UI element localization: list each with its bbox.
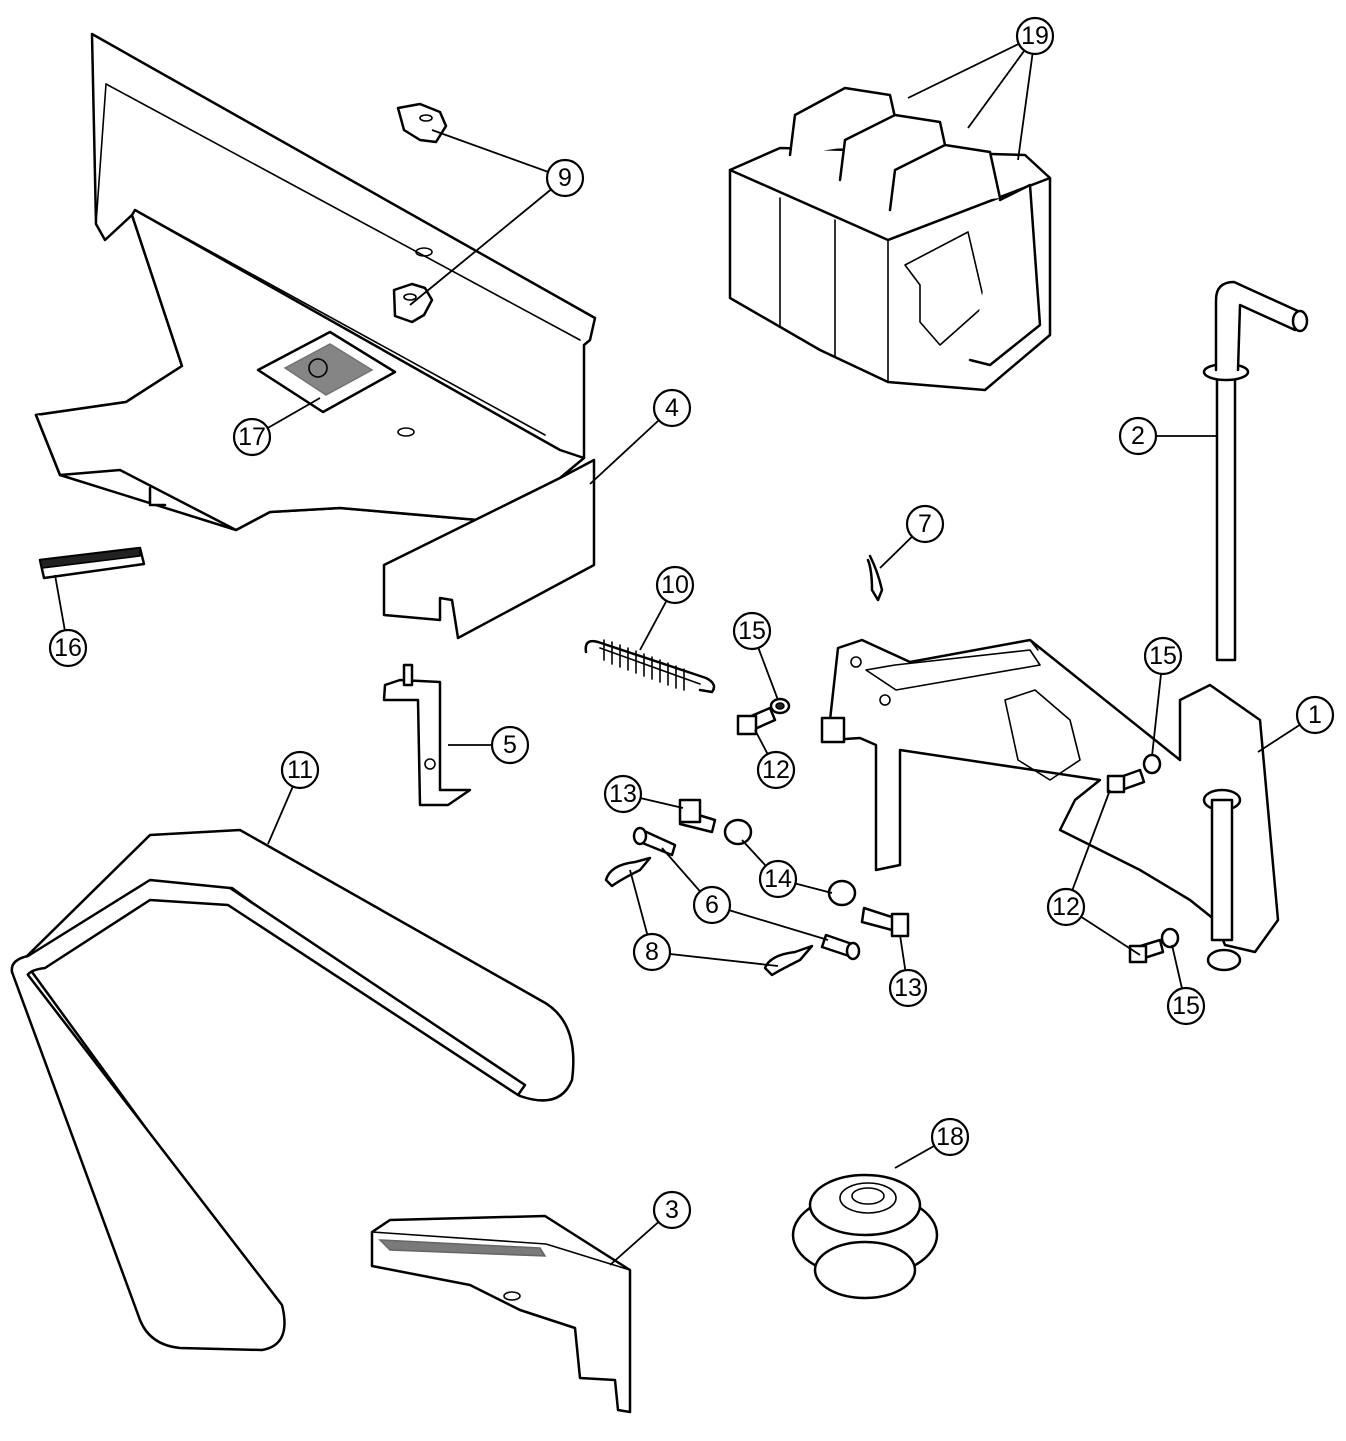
svg-text:6: 6 (705, 891, 719, 919)
callout-8: 8 (632, 932, 672, 972)
callout-15-bottom: 15 (1166, 986, 1206, 1026)
svg-text:9: 9 (558, 164, 572, 192)
svg-text:12: 12 (762, 756, 790, 784)
callout-12-right: 12 (1046, 887, 1086, 927)
callout-5: 5 (490, 725, 530, 765)
callout-12-top: 12 (756, 750, 796, 790)
svg-text:2: 2 (1131, 422, 1145, 450)
belt-part-11 (10, 828, 575, 1352)
pulley-part-18 (791, 1173, 939, 1300)
lift-pin-part-2 (1202, 280, 1309, 662)
callout-14: 14 (758, 859, 798, 899)
bracket-part-5 (382, 663, 472, 807)
callout-9: 9 (545, 158, 585, 198)
callout-13-right: 13 (888, 968, 928, 1008)
svg-text:13: 13 (894, 974, 922, 1002)
svg-text:17: 17 (238, 423, 266, 451)
svg-text:11: 11 (287, 756, 313, 784)
decal-part-17 (256, 330, 397, 414)
callout-17: 17 (232, 417, 272, 457)
svg-text:15: 15 (1149, 642, 1177, 670)
svg-text:16: 16 (54, 634, 82, 662)
callout-15-right: 15 (1143, 636, 1183, 676)
svg-text:4: 4 (665, 394, 679, 422)
idler-bracket-part-1 (820, 638, 1280, 972)
svg-text:5: 5 (503, 731, 517, 759)
callout-7: 7 (905, 504, 945, 544)
belt-cover-part-4 (34, 32, 597, 640)
callout-13-left: 13 (603, 774, 643, 814)
callout-2: 2 (1118, 416, 1158, 456)
callout-10: 10 (655, 565, 695, 605)
svg-text:10: 10 (661, 571, 689, 599)
callout-19: 19 (1015, 16, 1055, 56)
callout-6: 6 (692, 885, 732, 925)
weights-part-19 (728, 86, 1052, 392)
callout-3: 3 (652, 1190, 692, 1230)
strip-part-16 (38, 546, 146, 580)
callout-18: 18 (930, 1117, 970, 1157)
svg-text:15: 15 (738, 617, 766, 645)
svg-text:13: 13 (609, 780, 637, 808)
svg-text:15: 15 (1172, 992, 1200, 1020)
svg-text:3: 3 (665, 1196, 679, 1224)
bracket-part-3 (370, 1214, 632, 1414)
callout-4: 4 (652, 388, 692, 428)
svg-text:7: 7 (918, 510, 932, 538)
callout-11: 11 (280, 750, 320, 790)
svg-text:18: 18 (936, 1123, 964, 1151)
hairpin-part-7 (866, 554, 884, 602)
svg-text:12: 12 (1052, 893, 1080, 921)
svg-text:8: 8 (645, 938, 659, 966)
svg-text:1: 1 (1308, 701, 1322, 729)
callout-1: 1 (1295, 695, 1335, 735)
svg-text:19: 19 (1021, 22, 1049, 50)
spring-part-10 (584, 639, 716, 694)
callout-15-top: 15 (732, 611, 772, 651)
callout-16: 16 (48, 628, 88, 668)
hardware (604, 697, 1180, 977)
svg-text:14: 14 (764, 865, 792, 893)
